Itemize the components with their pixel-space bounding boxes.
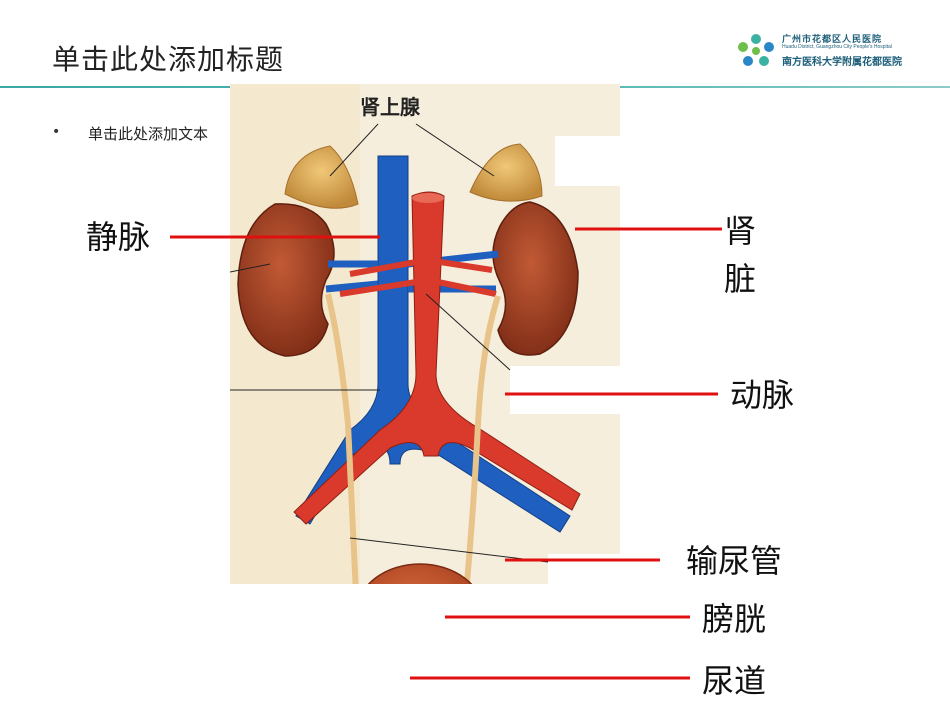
hospital-logo: 广州市花都区人民医院 Huadu District, Guangzhou Cit… [734,28,934,72]
kidney-right [492,201,579,356]
label-urethra: 尿道 [702,662,767,700]
label-artery: 动脉 [730,376,795,414]
ureter-left [325,293,359,584]
pointer-line-kidney-left [230,263,271,273]
label-bladder: 膀胱 [702,600,767,638]
bullet-dot: • [52,124,61,140]
label-kidney-line1: 肾 [724,212,757,250]
adrenal-gland-left [284,145,359,209]
urinary-system-illustration: 肾上腺 [230,84,620,584]
pointer-line-adrenal-left [329,123,379,177]
body-placeholder[interactable]: 单击此处添加文本 [88,125,209,143]
mask-block-right-top [555,136,620,186]
label-vein: 静脉 [86,218,151,256]
ureter-right [463,295,501,584]
pointer-line-artery [425,293,511,371]
label-ureter: 输尿管 [686,542,783,580]
aorta [293,191,581,525]
pointer-line-ureter [349,537,549,563]
logo-affiliation: 南方医科大学附属花都医院 [782,57,902,68]
label-kidney-line2: 脏 [724,260,757,298]
slide-title[interactable]: 单击此处添加标题 [52,43,285,76]
bladder [367,563,473,584]
logo-hospital-name-en: Huadu District, Guangzhou City People's … [782,44,892,50]
kidney-left [237,203,335,357]
mask-block-right-mid [510,366,620,414]
mask-block-right-low [548,554,620,584]
adrenal-gland-right [469,143,543,202]
pointer-line-adrenal-right [415,123,495,177]
hospital-logo-icon [738,34,774,66]
label-adrenal-gland: 肾上腺 [360,95,421,119]
logo-hospital-name: 广州市花都区人民医院 [782,35,883,45]
